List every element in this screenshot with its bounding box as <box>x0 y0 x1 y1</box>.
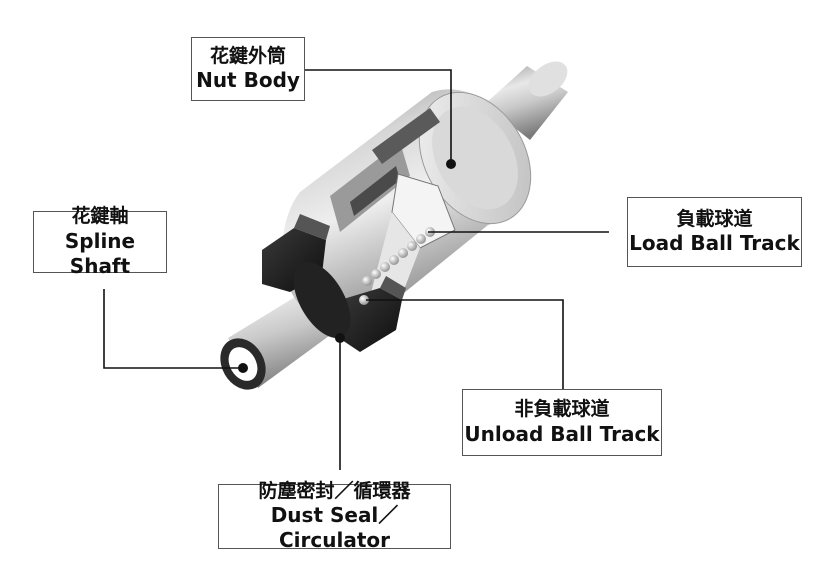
label-dust-seal-en: Dust Seal／Circulator <box>270 503 399 553</box>
label-unload-ball-track: 非負載球道 Unload Ball Track <box>462 389 662 456</box>
unload-ball-track-ball <box>359 295 369 305</box>
label-spline-shaft: 花鍵軸 Spline Shaft <box>33 205 167 278</box>
label-dust-seal-circulator: 防塵密封／循環器 Dust Seal／Circulator <box>218 480 451 552</box>
label-nut-body-en: Nut Body <box>196 68 300 93</box>
load-ball-track-balls <box>362 227 435 286</box>
label-load-ball-track-zh: 負載球道 <box>676 207 753 230</box>
shaft-upper-end <box>485 61 568 140</box>
label-unload-ball-track-en: Unload Ball Track <box>464 421 660 446</box>
leader-spline-shaft <box>103 289 243 369</box>
leader-dots <box>238 159 456 373</box>
label-load-ball-track: 負載球道 Load Ball Track <box>627 197 802 267</box>
label-unload-ball-track-zh: 非負載球道 <box>514 398 610 421</box>
leader-unload-ball-track <box>366 299 564 389</box>
label-spline-shaft-zh: 花鍵軸 <box>71 205 129 228</box>
label-dust-seal-zh: 防塵密封／循環器 <box>258 479 411 502</box>
label-nut-body-zh: 花鍵外筒 <box>209 44 286 67</box>
label-load-ball-track-en: Load Ball Track <box>629 231 800 256</box>
leader-nut-body <box>305 69 452 164</box>
dust-seal-blocks <box>262 214 406 352</box>
label-spline-shaft-en: Spline Shaft <box>64 228 136 278</box>
label-nut-body: 花鍵外筒 Nut Body <box>191 37 305 101</box>
leader-lines <box>103 69 609 470</box>
